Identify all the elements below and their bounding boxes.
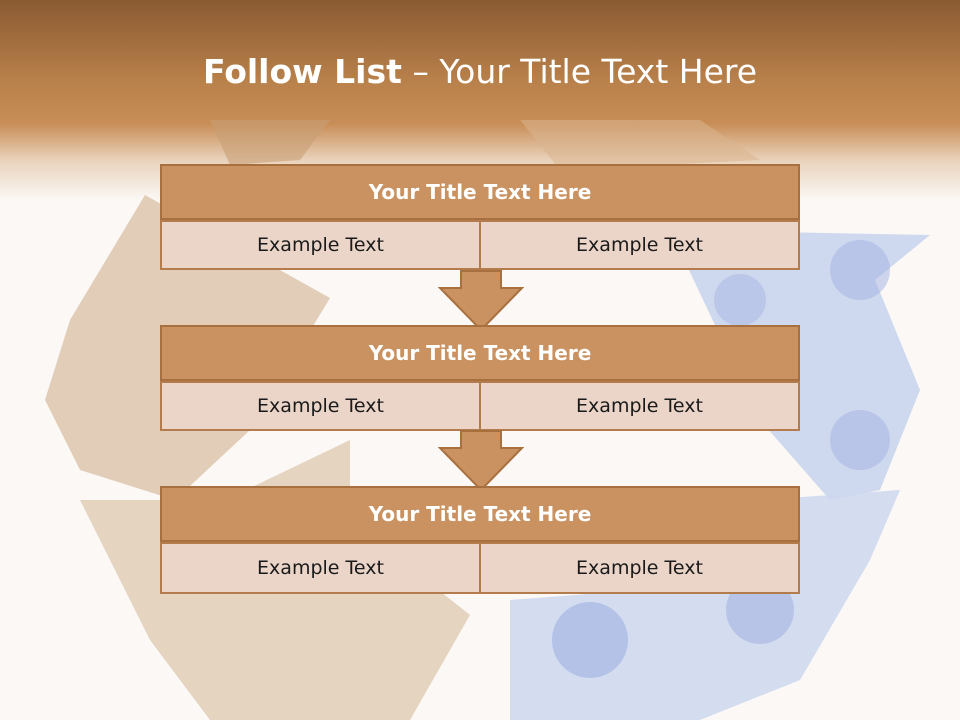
slide-title-bold: Follow List [202, 52, 402, 91]
block-left-cell[interactable]: Example Text [160, 220, 481, 270]
block-left-cell[interactable]: Example Text [160, 381, 481, 431]
block-title[interactable]: Your Title Text Here [160, 325, 800, 381]
block-right-cell[interactable]: Example Text [481, 381, 800, 431]
block-title[interactable]: Your Title Text Here [160, 486, 800, 542]
block-title[interactable]: Your Title Text Here [160, 164, 800, 220]
slide-title: Follow List – Your Title Text Here [0, 52, 960, 91]
list-block-3: Your Title Text Here Example Text Exampl… [160, 486, 800, 594]
block-right-cell[interactable]: Example Text [481, 220, 800, 270]
down-arrow-icon [438, 270, 524, 332]
down-arrow-icon [438, 430, 524, 492]
list-block-2: Your Title Text Here Example Text Exampl… [160, 325, 800, 431]
block-right-cell[interactable]: Example Text [481, 542, 800, 594]
list-block-1: Your Title Text Here Example Text Exampl… [160, 164, 800, 270]
slide-title-rest: – Your Title Text Here [401, 52, 758, 91]
block-left-cell[interactable]: Example Text [160, 542, 481, 594]
